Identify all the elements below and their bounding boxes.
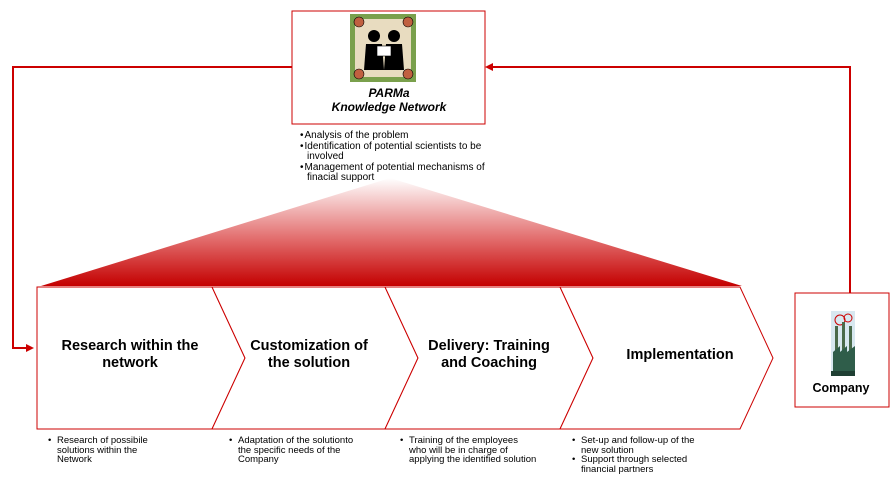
step-note: Support through selected financial partn… [571,455,711,474]
step-customization-label: Customization of the solution [250,338,368,371]
factory-icon [831,311,855,376]
step-customization-notes: Adaptation of the solutionto the specifi… [228,436,368,465]
hub-bullet: Management of potential mechanisms of fi… [300,162,500,184]
step-note: Set-up and follow-up of the new solution [571,436,711,455]
step-implementation-notes: Set-up and follow-up of the new solution… [571,436,711,474]
step-implementation-shape [559,286,774,430]
step-research-label: Research within the network [61,338,199,371]
hub-title-line1: PARMa [368,86,410,100]
step-implementation-label: Implementation [626,346,734,363]
step-note: Training of the employees who will be in… [399,436,537,465]
network-people-icon [350,14,416,82]
step-research-notes: Research of possibile solutions within t… [47,436,167,465]
gradient-fan [41,178,742,286]
company-label: Company [812,381,870,395]
step-note: Research of possibile solutions within t… [47,436,167,465]
step-note: Adaptation of the solutionto the specifi… [228,436,368,465]
hub-bullet: Identification of potential scientists t… [300,141,500,163]
hub-bullet: Analysis of the problem [300,130,500,142]
hub-bullet-list: Analysis of the problem Identification o… [300,130,500,184]
step-delivery-notes: Training of the employees who will be in… [399,436,537,465]
company-to-hub-connector [485,63,851,293]
step-delivery-label: Delivery: Training and Coaching [428,338,550,371]
hub-to-research-connector [12,66,292,352]
hub-title-line2: Knowledge Network [331,100,447,114]
hub-title: PARMa Knowledge Network [298,86,480,114]
